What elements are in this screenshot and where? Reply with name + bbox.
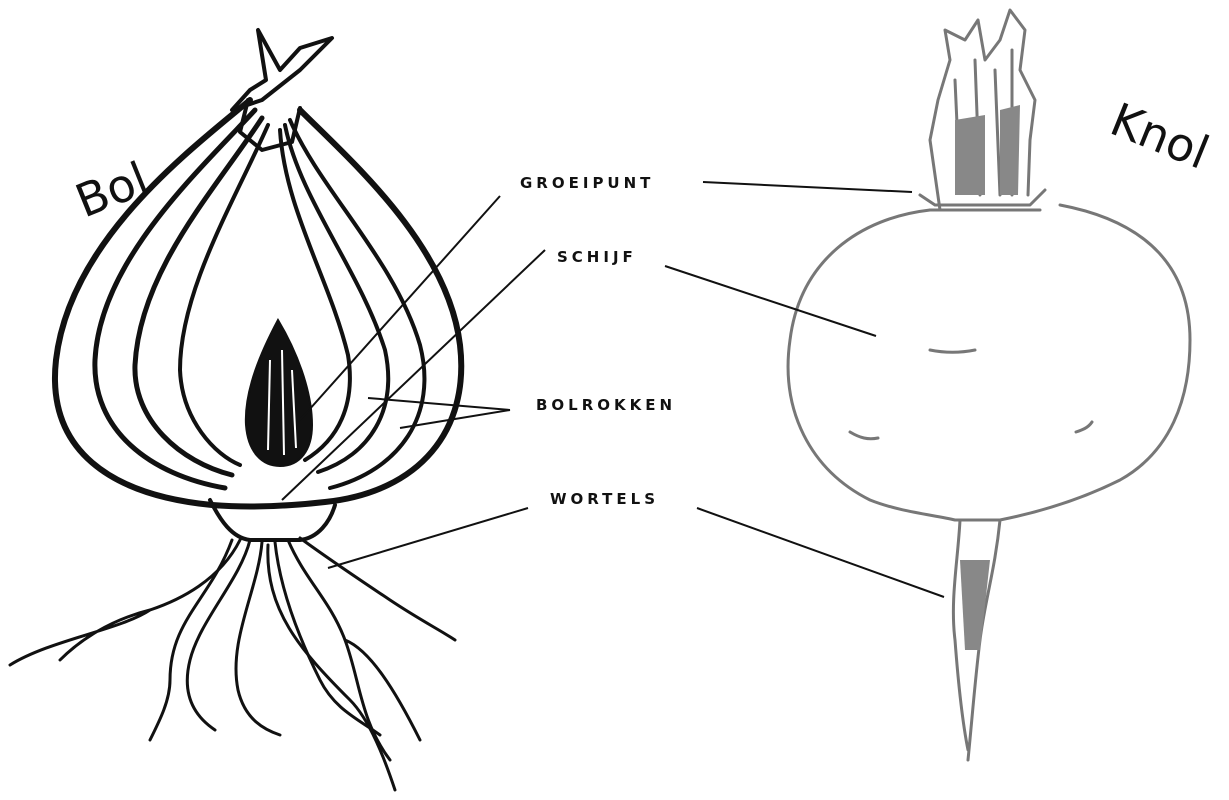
leader-growing-point-tuber xyxy=(703,182,912,192)
label-bulb-scales: BOLROKKEN xyxy=(536,396,676,414)
growing-point-shape xyxy=(246,320,312,466)
bulb-title: Bol xyxy=(68,151,155,228)
leader-roots-bulb xyxy=(328,508,528,568)
onion-bulb-illustration xyxy=(10,30,461,790)
label-basal-plate: SCHIJF xyxy=(557,248,637,266)
leader-lines xyxy=(282,182,944,597)
leader-roots-tuber xyxy=(697,508,944,597)
label-growing-point: GROEIPUNT xyxy=(520,174,654,192)
leader-basal-plate-bulb xyxy=(282,250,545,500)
label-roots: WORTELS xyxy=(550,490,659,508)
leader-scales-1 xyxy=(368,398,510,410)
leader-basal-plate-tuber xyxy=(665,266,876,336)
tuber-title: Knol xyxy=(1103,92,1216,180)
